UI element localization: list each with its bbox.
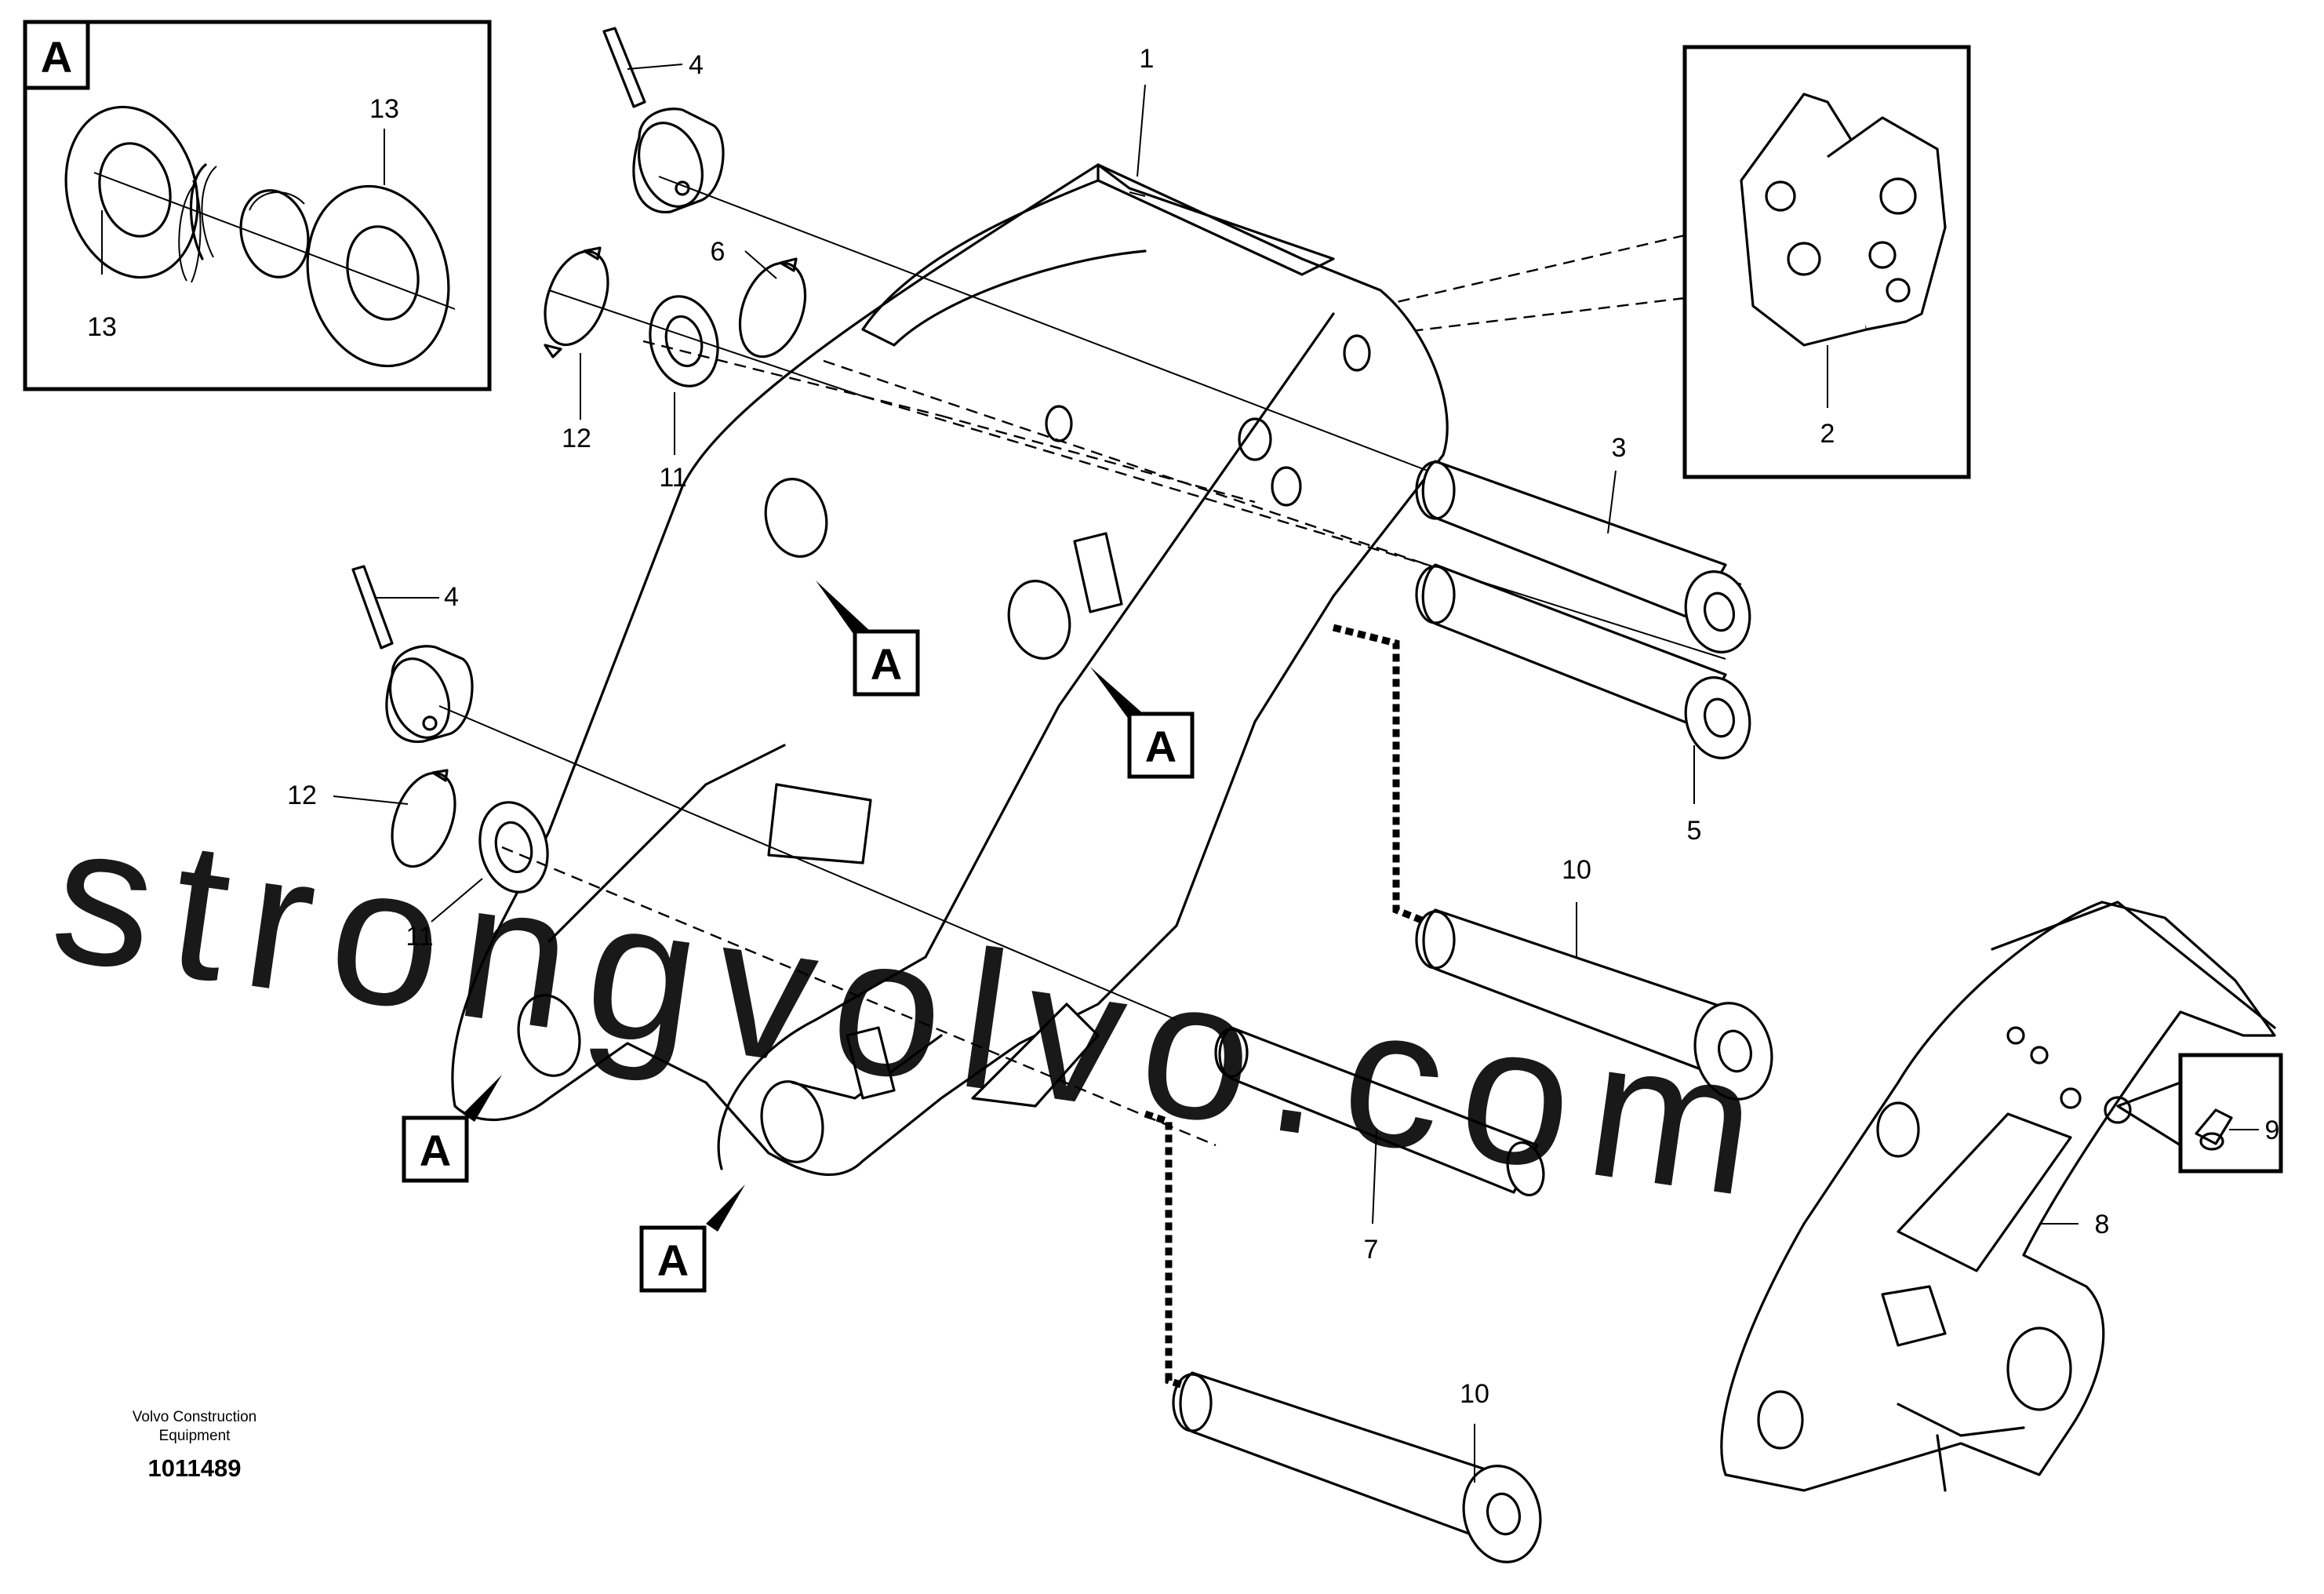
lock-ring-12-lower bbox=[391, 769, 456, 868]
callout-12-lower: 12 bbox=[287, 781, 317, 810]
callout-2: 2 bbox=[1820, 419, 1835, 449]
callout-3: 3 bbox=[1612, 433, 1627, 463]
bracket-2 bbox=[1740, 93, 1947, 347]
detail-2-inset: 2 bbox=[1176, 45, 1971, 479]
callout-13-top: 13 bbox=[369, 94, 399, 124]
section-ref-a-2: A bbox=[1090, 667, 1195, 779]
callout-4-top: 4 bbox=[689, 50, 704, 80]
section-ref-a-3-label: A bbox=[420, 1126, 451, 1175]
callout-8: 8 bbox=[2095, 1210, 2110, 1239]
callout-10-lower: 10 bbox=[1460, 1379, 1489, 1409]
section-ref-a-1-label: A bbox=[871, 639, 902, 689]
collar-top bbox=[632, 107, 725, 214]
credit-line-1: Volvo Construction bbox=[133, 1409, 256, 1425]
callout-11-top: 11 bbox=[659, 463, 686, 493]
document-number: 1011489 bbox=[148, 1454, 242, 1482]
section-ref-a-4: A bbox=[639, 1185, 745, 1293]
section-ref-a-4-label: A bbox=[657, 1236, 689, 1285]
pin-7 bbox=[1214, 1026, 1545, 1197]
callout-11-lower: 11 bbox=[406, 922, 433, 952]
credit-line-2: Equipment bbox=[159, 1428, 231, 1444]
washer-13-left bbox=[64, 105, 202, 283]
callout-12-top: 12 bbox=[562, 424, 591, 453]
lock-ring-6 bbox=[738, 257, 807, 358]
grease-nipple-inset bbox=[2116, 1053, 2283, 1174]
callout-1: 1 bbox=[1140, 44, 1155, 74]
pin-10-lower bbox=[1172, 1371, 1542, 1563]
pin-4-top bbox=[602, 27, 683, 108]
section-ref-a-3: A bbox=[402, 1075, 502, 1183]
callout-4-lower: 4 bbox=[444, 582, 459, 612]
callout-7: 7 bbox=[1364, 1235, 1379, 1265]
pin-3 bbox=[1415, 460, 1751, 653]
section-ref-a-1: A bbox=[816, 580, 920, 697]
washer-11-lower bbox=[478, 801, 549, 893]
section-ref-a-2-label: A bbox=[1145, 722, 1177, 771]
detail-a-inset: A 13 13 bbox=[23, 20, 492, 391]
assembled-view bbox=[1720, 901, 2276, 1492]
detail-a-label: A bbox=[41, 32, 72, 82]
pin-5 bbox=[1415, 563, 1751, 759]
callout-13-bottom: 13 bbox=[87, 312, 117, 342]
bushing-inner bbox=[239, 189, 310, 278]
lock-ring-12-top bbox=[544, 246, 609, 358]
washer-13-right bbox=[306, 184, 450, 368]
callout-6: 6 bbox=[711, 237, 726, 267]
callout-9: 9 bbox=[2265, 1115, 2280, 1145]
pin-4-lower bbox=[351, 565, 439, 650]
collar-lower bbox=[385, 645, 474, 744]
bucket-linkage-frame bbox=[451, 163, 1449, 1177]
callout-10-upper: 10 bbox=[1562, 855, 1591, 885]
callout-5: 5 bbox=[1687, 816, 1702, 846]
washer-11-top bbox=[649, 295, 719, 388]
pin-10-upper bbox=[1415, 908, 1773, 1101]
